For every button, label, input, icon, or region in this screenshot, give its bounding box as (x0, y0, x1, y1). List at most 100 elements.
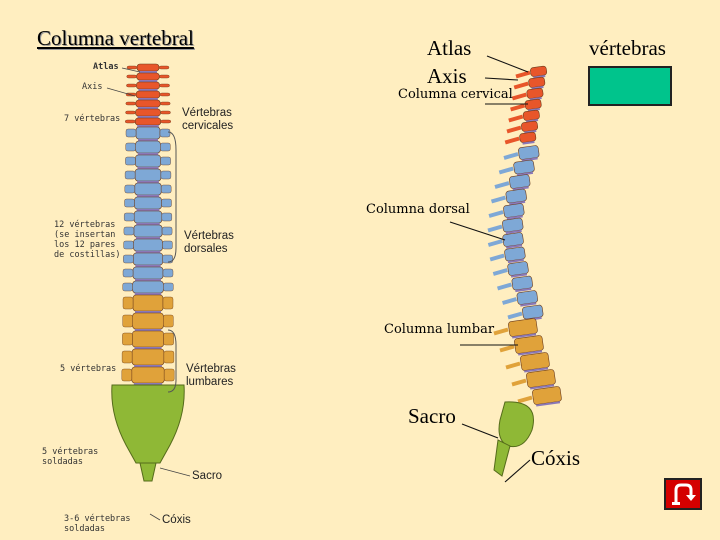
transverse-process (162, 227, 172, 235)
cervical-vertebra (136, 82, 159, 89)
transverse-process (162, 199, 172, 207)
transverse-process (159, 75, 169, 78)
dorsal-vertebra (133, 267, 163, 279)
transverse-process (124, 241, 134, 249)
sacrum-side (499, 402, 533, 447)
label-coxis: Cóxis (531, 446, 580, 471)
spinous-process (488, 227, 502, 231)
transverse-process (160, 84, 170, 87)
transverse-process (163, 283, 173, 291)
spinous-process (498, 285, 512, 289)
label-12-vertebras: 12 vértebras (se insertan los 12 pares d… (54, 220, 121, 260)
spinous-process (512, 95, 526, 99)
vertebras-color-box (588, 66, 672, 106)
lumbar-vertebra (132, 367, 164, 383)
transverse-process (126, 102, 136, 105)
transverse-process (125, 185, 135, 193)
dorsal-vertebra (134, 211, 162, 223)
label-5-soldadas: 5 vértebras soldadas (42, 447, 98, 467)
transverse-process (162, 241, 172, 249)
dorsal-vertebra (136, 127, 160, 139)
sacrum (112, 385, 184, 463)
side-spine (488, 66, 562, 476)
transverse-process (122, 333, 132, 345)
spinous-process (518, 398, 532, 402)
transverse-process (123, 315, 133, 327)
lumbar-vertebra (133, 295, 163, 311)
transverse-process (161, 157, 171, 165)
spinous-process (511, 106, 525, 110)
label-5-vertebras: 5 vértebras (60, 364, 116, 374)
cervical-vertebra (137, 73, 160, 80)
transverse-process (124, 227, 134, 235)
transverse-process (123, 269, 133, 277)
transverse-process (124, 213, 134, 221)
dorsal-vertebra (135, 169, 161, 181)
lumbar-vertebra (132, 331, 163, 347)
transverse-process (160, 143, 170, 151)
transverse-process (125, 157, 135, 165)
spinous-process (508, 314, 522, 318)
spinous-process (489, 212, 503, 216)
transverse-process (160, 102, 170, 105)
cervical-vertebra (135, 118, 161, 125)
transverse-process (123, 255, 133, 263)
transverse-process (126, 129, 136, 137)
label-axis-front: Axis (82, 82, 102, 92)
transverse-process (125, 199, 135, 207)
spinous-process (507, 128, 521, 132)
spinous-process (514, 84, 528, 88)
transverse-process (126, 143, 136, 151)
transverse-process (122, 369, 132, 381)
transverse-process (161, 171, 171, 179)
transverse-process (163, 297, 173, 309)
spinous-process (499, 169, 513, 173)
lumbar-vertebra (133, 313, 164, 329)
front-spine (112, 64, 184, 481)
spinous-process (500, 347, 514, 351)
return-button[interactable] (664, 478, 702, 510)
spinous-process (494, 330, 508, 334)
spinous-process (491, 198, 505, 202)
return-arrow-icon (666, 480, 700, 508)
spinous-process (488, 241, 502, 245)
label-atlas-front: Atlas (93, 62, 119, 72)
spinous-process (503, 299, 517, 303)
label-sacro: Sacro (408, 404, 456, 429)
dorsal-vertebra (133, 253, 162, 265)
label-columna-lumbar: Columna lumbar (384, 322, 494, 337)
spinous-process (504, 154, 518, 158)
transverse-process (162, 213, 172, 221)
label-vertebras: vértebras (589, 36, 666, 61)
label-vertebras-cervicales: Vértebras cervicales (182, 107, 233, 133)
transverse-process (127, 66, 137, 69)
dorsal-vertebra (135, 183, 161, 195)
transverse-process (127, 75, 137, 78)
lumbar-vertebra (132, 349, 164, 365)
transverse-process (125, 120, 135, 123)
spinous-process (516, 73, 530, 77)
label-axis: Axis (427, 64, 467, 89)
dorsal-vertebra (134, 239, 163, 251)
transverse-process (164, 369, 174, 381)
transverse-process (161, 111, 171, 114)
dorsal-vertebra (136, 141, 161, 153)
transverse-process (123, 297, 133, 309)
dorsal-vertebra (134, 225, 162, 237)
transverse-process (163, 315, 173, 327)
transverse-process (160, 93, 170, 96)
transverse-process (163, 269, 173, 277)
transverse-process (164, 351, 174, 363)
spinous-process (505, 139, 519, 143)
label-coxis-front: Cóxis (162, 514, 191, 527)
transverse-process (122, 351, 132, 363)
spinous-process (512, 381, 526, 385)
cervical-vertebra (137, 64, 159, 71)
transverse-process (125, 171, 135, 179)
label-3-6-soldadas: 3-6 vértebras soldadas (64, 514, 131, 534)
spinous-process (506, 364, 520, 368)
label-columna-cervical: Columna cervical (398, 87, 513, 102)
spinous-process (490, 256, 504, 260)
label-vertebras-dorsales: Vértebras dorsales (184, 230, 234, 256)
transverse-process (160, 129, 170, 137)
